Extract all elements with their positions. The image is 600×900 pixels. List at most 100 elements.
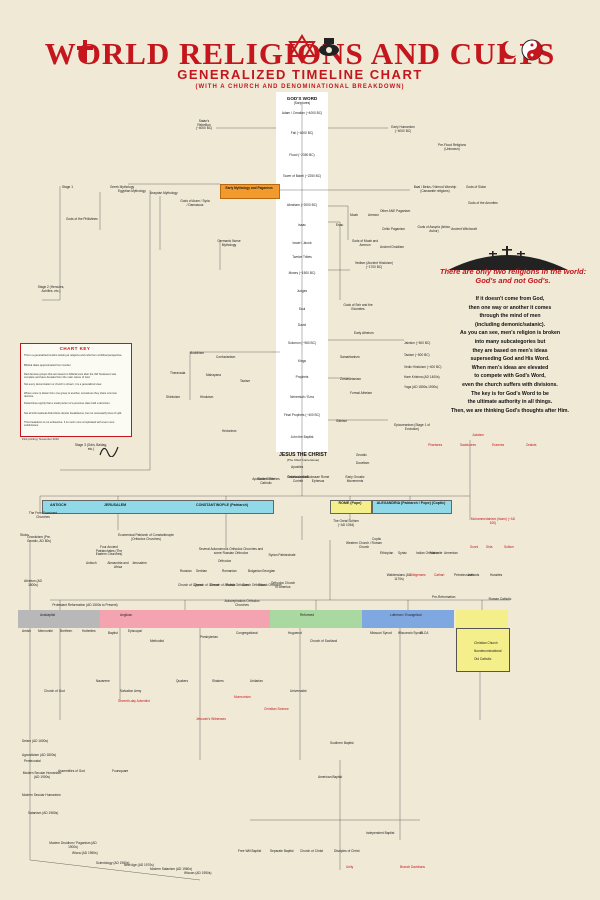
- church-node-2: Colossae Rome Ephesus: [306, 475, 330, 483]
- early-paganism-label: Early Mythology and Paganism: [225, 186, 273, 190]
- left-node-8: Stage 2 (Hercules, Achilles, etc.): [37, 285, 65, 293]
- quote-line-5: into many subcategories but: [474, 338, 546, 345]
- church-node-64: ELCA: [420, 631, 429, 635]
- quote-line-11: The key is for God's Word to be: [471, 390, 549, 397]
- right-node-7: Gods of Moab and Ammon: [351, 239, 379, 247]
- church-node-47: Anabaptist: [40, 613, 56, 617]
- key-line-4: Where a line is drawn from one group to …: [24, 392, 117, 399]
- zone-reformed: [270, 610, 362, 628]
- key-line-7: This breakdown is not exhaustive. It is …: [24, 421, 115, 428]
- cross-icon: [77, 40, 93, 62]
- church-node-66: Assemblies of God: [58, 769, 85, 773]
- church-node-36: Shia: [486, 545, 493, 549]
- secular-node-7: Satanism (AD 1960s): [28, 811, 59, 815]
- church-node-51: Amish: [22, 629, 31, 633]
- church-node-10: Jerusalem: [132, 561, 147, 565]
- secular-node-4: Agnosticism (AD 1800s): [22, 753, 57, 757]
- zone-anabaptist: [18, 610, 100, 628]
- left-node-14: Hinduism: [200, 395, 214, 399]
- left-node-12: Confucianism: [216, 355, 236, 359]
- church-node-31: Indian Orthodox: [416, 551, 439, 555]
- quote-line-7: superseding God and His Word.: [470, 356, 550, 363]
- jesus-sub: (The Chief Cornerstone): [286, 458, 320, 462]
- church-node-33: Armenian: [444, 551, 458, 555]
- right-node-30: Judaism: [472, 433, 484, 437]
- church-node-77: Mormonism: [234, 695, 251, 699]
- secular-node-12: Modern Satanism (AD 1960s): [150, 867, 192, 871]
- church-node-0: Apostolic Churches: [252, 477, 280, 481]
- church-node-39: Albigenses: [410, 573, 426, 577]
- church-node-22: Polish Orthodox: [226, 583, 249, 587]
- church-node-55: Baptist: [108, 631, 118, 635]
- church-node-24: Slovak Orthodox: [258, 583, 282, 587]
- right-node-27: Hedonism: [222, 429, 237, 433]
- right-node-25: Sikhism: [336, 419, 348, 423]
- church-node-86: Church of Christ: [300, 849, 324, 853]
- quote-line-9: to compete with God's Word,: [474, 373, 546, 380]
- church-node-20: Church of Greece: [194, 583, 220, 587]
- right-node-16: Early Atheism: [354, 331, 374, 335]
- jesus-label: JESUS THE CHRIST: [279, 452, 327, 458]
- church-node-13: Russian: [180, 569, 192, 573]
- right-node-20: Zoroastrianism: [340, 377, 362, 381]
- church-node-73: Unitarian: [250, 679, 263, 683]
- secular-node-9: Wicca (AD 1950s): [72, 851, 98, 855]
- church-node-15: Romanian: [222, 569, 237, 573]
- church-node-35: Sunni: [470, 545, 479, 549]
- printing-note: First printing: November 2016: [22, 437, 59, 441]
- right-node-26: Epicureanism (Stage 1 of Evolution): [394, 423, 430, 431]
- church-node-68: Church of God: [44, 689, 65, 693]
- quote-line-4: As you can see, men's religion is broken: [459, 330, 561, 337]
- left-node-4: Assyrian Mythology: [150, 191, 178, 195]
- church-node-18: Syrian Patriarchate: [268, 553, 296, 557]
- secular-node-3: Deism (AD 1600s): [22, 739, 49, 743]
- left-node-5: Gods of the Philistines: [66, 217, 98, 221]
- church-node-87: Disciples of Christ: [334, 849, 360, 853]
- right-node-34: Zealots: [526, 443, 537, 447]
- right-node-5: Moab: [350, 213, 358, 217]
- church-node-49: Reformed: [300, 613, 314, 617]
- church-node-53: Brethren: [60, 629, 73, 633]
- church-node-67: Foursquare: [112, 769, 129, 773]
- church-node-89: Nondenominational: [474, 649, 502, 653]
- spine-title: GOD'S WORD: [286, 96, 318, 101]
- church-node-81: Southern Baptist: [330, 741, 354, 745]
- crescent-icon: [500, 40, 520, 59]
- church-node-14: Serbian: [196, 569, 207, 573]
- quote-line-2: through the mind of men: [479, 313, 541, 320]
- key-line-0: This is a generalized timeline looking a…: [24, 354, 123, 357]
- right-node-18: Samaritanism: [340, 355, 360, 359]
- quote-line-8: When men's ideas are elevated: [471, 364, 549, 371]
- church-node-3: Early Gnostic Movements: [345, 475, 365, 483]
- key-line-3: Not every denomination or church is show…: [24, 382, 102, 386]
- church-node-45: Roman Catholic: [488, 597, 512, 601]
- quote-line-10: even the church suffers with divisions.: [462, 381, 558, 388]
- zone-lutheran: [362, 610, 454, 628]
- right-node-22: Formal Atheism: [350, 391, 373, 395]
- church-node-46: Protestant Reformation (AD 1500s to Pres…: [52, 603, 118, 607]
- church-node-6: Ecumenical Patriarch of Constantinople (…: [118, 533, 174, 541]
- left-node-2: Greek Mythology: [110, 185, 135, 189]
- church-node-48: Anglican: [120, 613, 133, 617]
- left-node-6: Gods of Aram / Syria / Damascus: [180, 199, 210, 207]
- right-node-32: Sadducees: [460, 443, 476, 447]
- church-node-58: Congregational: [236, 631, 258, 635]
- left-node-10: Theravada: [170, 371, 186, 375]
- quote-line-0: If it doesn't come from God,: [475, 296, 545, 302]
- right-node-31: Pharisees: [428, 443, 443, 447]
- church-node-60: Huguenot: [288, 631, 302, 635]
- chart-tagline: (WITH A CHURCH AND DENOMINATIONAL BREAKD…: [195, 84, 405, 90]
- secular-node-11: New Age (AD 1970s): [124, 863, 154, 867]
- church-node-29: Ethiopian: [380, 551, 394, 555]
- right-node-2: Baal / Belus / Nimrod Worship (Canaanite…: [413, 185, 457, 193]
- church-node-11: Several Autonomous Orthodox Churches and…: [198, 547, 264, 555]
- church-band-label-3: ROME (Pope): [338, 501, 362, 505]
- chart-key-title: CHART KEY: [59, 346, 91, 351]
- jesus-node: JESUS THE CHRIST (The Chief Cornerstone): [270, 452, 336, 462]
- calvary-hill-icon: [448, 246, 568, 270]
- church-band-alexandria: [372, 500, 452, 514]
- church-node-69: Salvation Army: [120, 689, 142, 693]
- church-node-16: Bulgarian: [248, 569, 262, 573]
- church-node-78: Christian Science: [264, 707, 289, 711]
- church-node-43: Hussites: [490, 573, 503, 577]
